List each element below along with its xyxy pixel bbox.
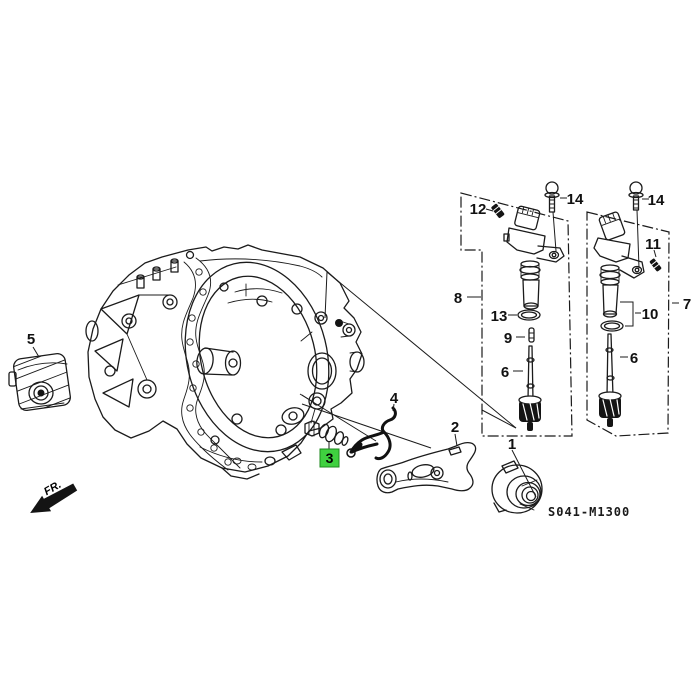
speed-sensor-assembly-left [503,205,565,310]
callout-9[interactable]: 9 [504,330,512,347]
gasket-bolt-holes [186,268,257,471]
o-ring-13 [517,309,541,321]
part2-release-fork [376,441,477,494]
assembly-group-8 [460,181,573,437]
callout-12[interactable]: 12 [470,201,487,218]
callout-6-right[interactable]: 6 [630,350,638,367]
callout-5[interactable]: 5 [27,331,35,348]
front-direction-arrow: FR. [30,479,78,513]
callout-13[interactable]: 13 [491,308,508,325]
hatching [12,352,72,412]
o-ring-10 [600,320,624,332]
arrow-icon [30,495,52,513]
callout-14-left[interactable]: 14 [567,191,584,208]
callout-6-left[interactable]: 6 [501,364,509,381]
transmission-case-drawing [85,244,365,480]
part3-switch-bolt [304,420,349,446]
diagram-code: S041-M1300 [548,505,630,519]
case-top-studs [136,250,195,289]
pin-12 [491,203,505,218]
callout-2[interactable]: 2 [451,419,459,436]
callout-3-highlight[interactable] [319,448,340,468]
part1-release-bearing [491,460,543,514]
group-7-dashed-box [586,211,670,437]
leader-lines [299,270,517,449]
part4-pipe-clip [346,406,397,461]
speedometer-gear-6-left [518,345,542,431]
callout-7[interactable]: 7 [683,296,691,313]
callout-4[interactable]: 4 [390,390,399,407]
pin-9 [528,327,535,343]
assembly-group-7 [586,181,679,437]
bolt-14-right [628,181,644,269]
callout-8[interactable]: 8 [454,290,462,307]
callout-3[interactable]: 3 [326,450,334,466]
group-8-dashed-box [460,192,573,437]
input-shaft-sleeve [196,347,242,376]
callout-14-right[interactable]: 14 [648,192,665,209]
part5-switch-sensor [8,346,72,412]
callout-10[interactable]: 10 [642,306,659,323]
speed-sensor-mount-hole [314,311,328,325]
callout-1[interactable]: 1 [508,436,516,453]
callout-11[interactable]: 11 [645,236,661,253]
pin-11 [649,258,662,272]
speedometer-gear-6-right [598,333,622,427]
bolt-14-left [544,181,560,252]
speed-sensor-assembly-right [593,211,645,318]
